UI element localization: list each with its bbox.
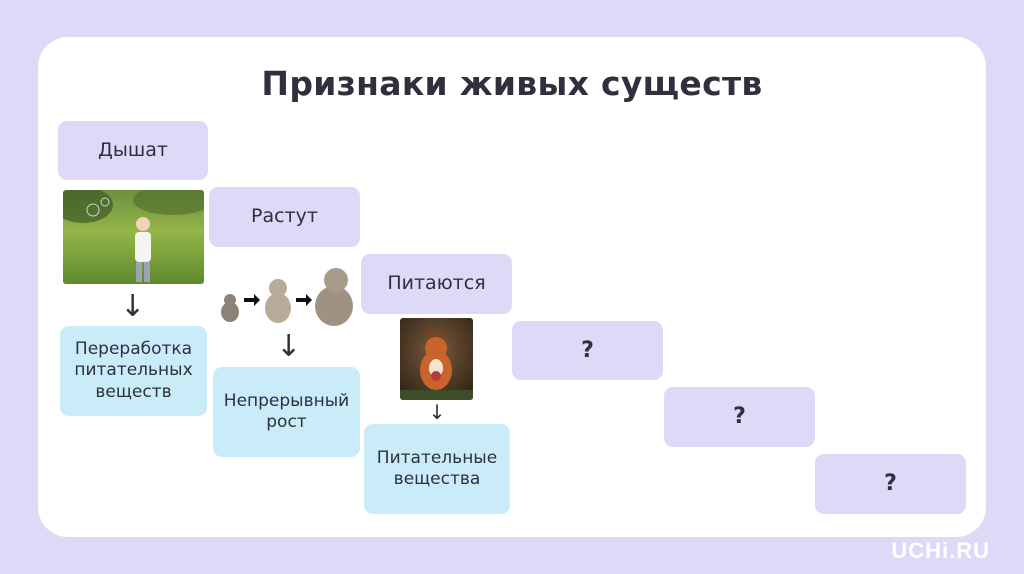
down-arrow-icon: ↓ — [120, 289, 146, 324]
result-grow-box: Непрерывный рост — [213, 367, 360, 457]
result-eat-box: Питательные вещества — [364, 424, 510, 514]
sign-breathe-box: Дышат — [58, 121, 208, 180]
down-arrow-icon: ↓ — [276, 329, 302, 364]
slide-card — [38, 37, 986, 537]
kitten-growth-sequence-image — [216, 258, 358, 328]
slide-title: Признаки живых существ — [261, 64, 763, 103]
boy-blowing-bubbles-photo — [63, 190, 204, 284]
unknown-sign-box-3: ? — [815, 454, 966, 514]
sign-eat-box: Питаются — [361, 254, 512, 314]
result-breathe-box: Переработка питательных веществ — [60, 326, 207, 416]
unknown-sign-box-2: ? — [664, 387, 815, 447]
uchi-logo: UCHi.RU — [891, 538, 990, 563]
unknown-sign-box-1: ? — [512, 321, 663, 380]
down-arrow-icon: ↓ — [428, 400, 446, 424]
squirrel-photo — [400, 318, 473, 400]
sign-grow-box: Растут — [209, 187, 360, 247]
